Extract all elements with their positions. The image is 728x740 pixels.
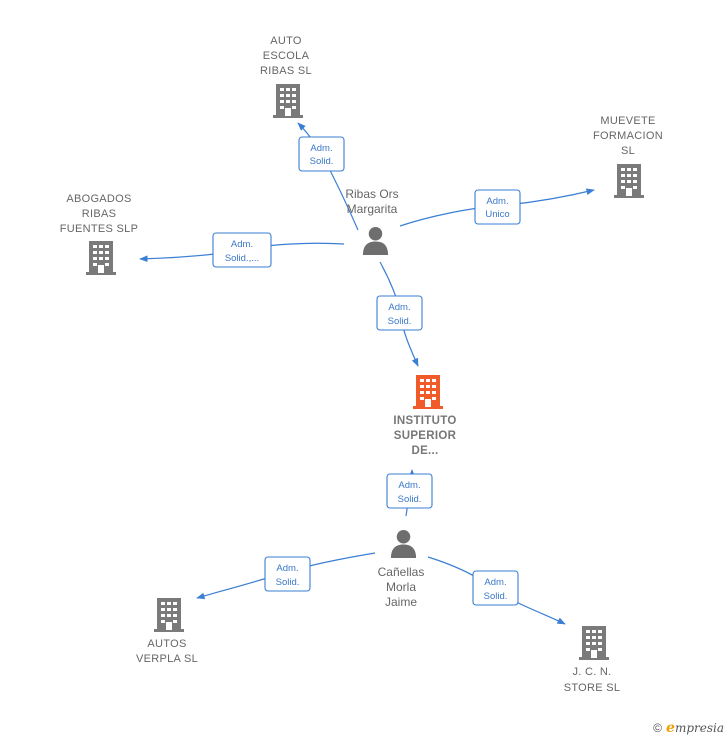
node-canellas-line1: Cañellas [378,565,425,579]
node-ribas-ors[interactable]: Ribas Ors Margarita [345,187,399,255]
edge-e6-label-line2: Solid. [276,577,300,588]
brand-name: mpresia [674,721,724,735]
node-abogados[interactable]: ABOGADOS RIBAS FUENTES SLP [60,193,139,275]
edge-e1-label-line1: Adm. [310,143,332,154]
footer-brand: © empresia [653,720,724,736]
edge-e4-label-line1: Adm. [388,302,410,313]
edge-e1-label: Adm. Solid. [298,136,345,172]
person-icon [362,226,389,255]
building-icon [273,84,303,118]
node-auto-escola-line2: ESCOLA [263,50,310,62]
node-abogados-line3: FUENTES SLP [60,223,139,235]
building-icon [154,598,184,632]
node-auto-escola-line1: AUTO [270,35,302,47]
node-instituto-line2: SUPERIOR [394,430,457,442]
building-icon [614,164,644,198]
edge-e7-label: Adm. Solid. [472,570,519,606]
edge-e4-label-line2: Solid. [388,316,412,327]
brand-initial: e [666,720,675,736]
edge-e3-label: Adm. Solid.,... [212,232,272,268]
node-ribas-ors-line1: Ribas Ors [345,187,398,201]
edge-e6-label: Adm. Solid. [264,556,311,592]
node-auto-escola-line3: RIBAS SL [260,65,312,77]
node-autos-verpla-line2: VERPLA SL [136,653,198,665]
node-jcn[interactable]: J. C. N. STORE SL [564,626,621,694]
node-canellas-line3: Jaime [385,595,417,609]
building-icon [86,241,116,275]
edge-e3-label-line1: Adm. [231,239,253,250]
node-muevete-line2: FORMACION [593,130,663,142]
edge-e2-label: Adm. Unico [474,189,521,225]
edge-e3-label-line2: Solid.,... [225,253,259,264]
copyright-icon: © [653,721,663,735]
edge-e7-label-line2: Solid. [484,591,508,602]
node-instituto[interactable]: INSTITUTO SUPERIOR DE... [393,375,456,457]
node-autos-verpla-line1: AUTOS [147,638,186,650]
edge-labels: Adm. Solid. Adm. Unico Adm. Solid.,... A… [212,136,521,606]
edge-e6-label-line1: Adm. [276,563,298,574]
node-ribas-ors-line2: Margarita [347,202,398,216]
edge-e7-label-line1: Adm. [484,577,506,588]
node-muevete-line3: SL [621,145,635,157]
edge-e4-label: Adm. Solid. [376,295,423,331]
person-icon [390,529,417,558]
brand-logo[interactable]: empresia [666,720,724,736]
node-jcn-line1: J. C. N. [572,666,611,678]
node-muevete[interactable]: MUEVETE FORMACION SL [593,115,663,198]
edge-e2-label-line1: Adm. [486,196,508,207]
node-muevete-line1: MUEVETE [600,115,655,127]
node-canellas-line2: Morla [386,580,416,594]
edge-e1-label-line2: Solid. [310,156,334,167]
node-instituto-line1: INSTITUTO [393,415,456,427]
node-abogados-line1: ABOGADOS [66,193,131,205]
node-jcn-line2: STORE SL [564,682,621,694]
edge-e5-label: Adm. Solid. [386,473,433,509]
node-auto-escola[interactable]: AUTO ESCOLA RIBAS SL [260,35,312,118]
node-abogados-line2: RIBAS [82,208,117,220]
nodes: AUTO ESCOLA RIBAS SL MUEVETE FORMACION S… [60,35,663,694]
building-icon [413,375,443,409]
edge-e5-label-line2: Solid. [398,494,422,505]
edge-e5-label-line1: Adm. [398,480,420,491]
node-canellas[interactable]: Cañellas Morla Jaime [378,529,425,609]
edge-e2-label-line2: Unico [485,209,509,220]
node-instituto-line3: DE... [411,445,438,457]
node-autos-verpla[interactable]: AUTOS VERPLA SL [136,598,198,665]
building-icon [579,626,609,660]
